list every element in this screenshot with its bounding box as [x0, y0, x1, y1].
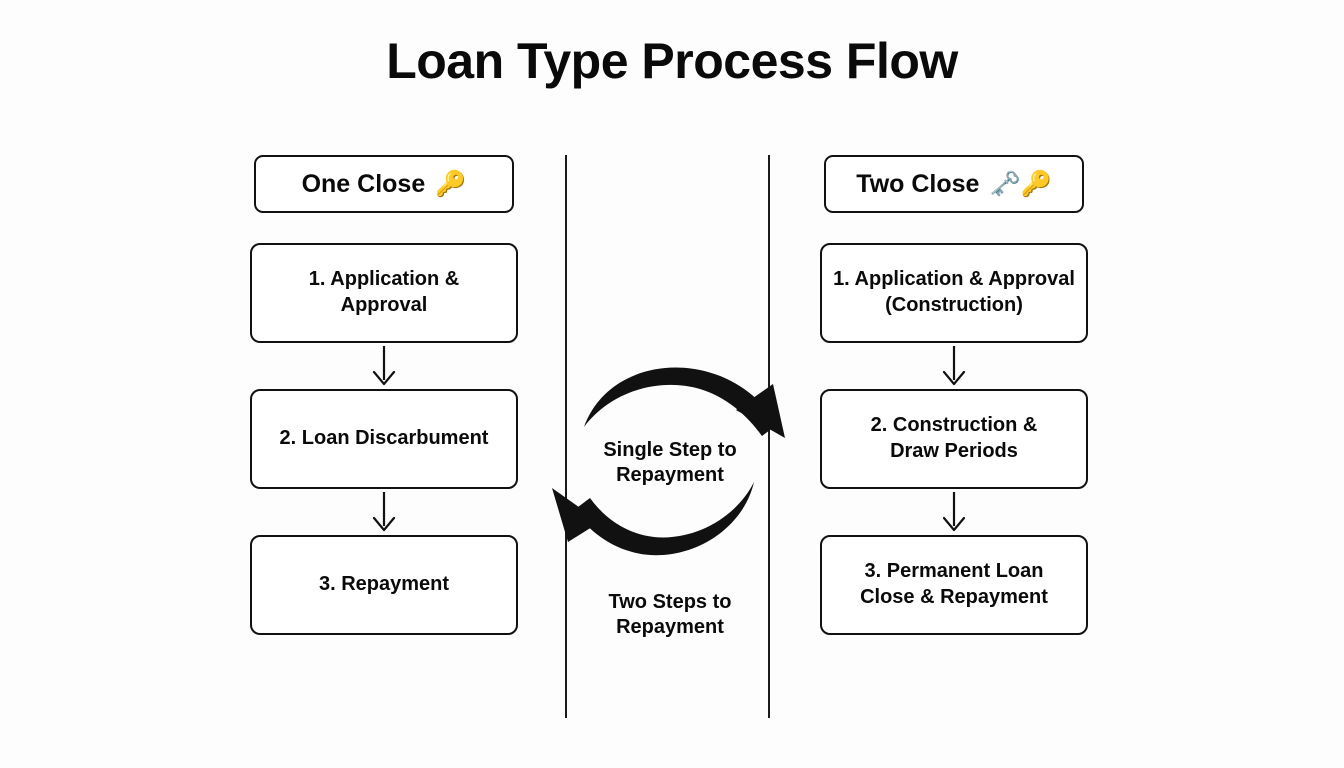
step-line: 1. Application & [308, 268, 460, 291]
divider-line-left [565, 155, 567, 718]
column-header-two-close[interactable]: Two Close 🗝️🔑 [824, 155, 1084, 213]
column-header-label: Two Close [856, 169, 980, 198]
cycle-label-line: Repayment [616, 464, 724, 486]
step-node-one-close-3[interactable]: 3. Repayment [250, 535, 518, 635]
cycle-arrows [540, 350, 800, 580]
cycle-label-two-steps: Two Steps to Repayment [540, 590, 800, 640]
spacer [820, 213, 1088, 243]
step-node-one-close-2[interactable]: 2. Loan Discarbument [250, 389, 518, 489]
step-line: Draw Periods [890, 440, 1018, 462]
divider-line-right [768, 155, 770, 718]
cycle-arc-top [584, 367, 778, 436]
step-node-two-close-3[interactable]: 3. Permanent Loan Close & Repayment [820, 535, 1088, 635]
step-node-two-close-1[interactable]: 1. Application & Approval (Construction) [820, 243, 1088, 343]
cycle-arrowhead-left [552, 488, 600, 542]
column-two-close: Two Close 🗝️🔑 1. Application & Approval … [820, 155, 1088, 635]
step-line: 1. Application & Approval [833, 268, 1075, 291]
cycle-label-line: Repayment [616, 616, 724, 638]
cycle-arc-bottom [574, 482, 754, 556]
column-header-label: One Close [301, 169, 426, 198]
step-line: 2. Loan Discarbument [279, 427, 489, 450]
step-node-two-close-2[interactable]: 2. Construction & Draw Periods [820, 389, 1088, 489]
step-line: Close & Repayment [860, 586, 1048, 608]
cycle-label-line: Two Steps to [608, 591, 732, 613]
column-header-one-close[interactable]: One Close 🔑 [254, 155, 514, 213]
step-line: Approval [340, 294, 428, 316]
connector-arrow-down [820, 343, 1088, 389]
step-line: 2. Construction & [870, 414, 1038, 437]
connector-arrow-down [250, 489, 518, 535]
step-line: 3. Permanent Loan [864, 560, 1044, 583]
connector-arrow-down [820, 489, 1088, 535]
column-one-close: One Close 🔑 1. Application & Approval 2.… [250, 155, 518, 635]
connector-arrow-down [250, 343, 518, 389]
spacer [250, 213, 518, 243]
key-icon: 🔑 [435, 169, 467, 198]
page-title: Loan Type Process Flow [386, 33, 958, 89]
step-line: (Construction) [885, 294, 1023, 316]
keys-icon: 🗝️🔑 [989, 169, 1052, 198]
step-line: 3. Repayment [318, 573, 450, 596]
cycle-label-line: Single Step to [603, 439, 737, 461]
cycle-arrowhead-right [736, 384, 785, 438]
step-node-one-close-1[interactable]: 1. Application & Approval [250, 243, 518, 343]
cycle-label-single-step: Single Step to Repayment [540, 438, 800, 488]
